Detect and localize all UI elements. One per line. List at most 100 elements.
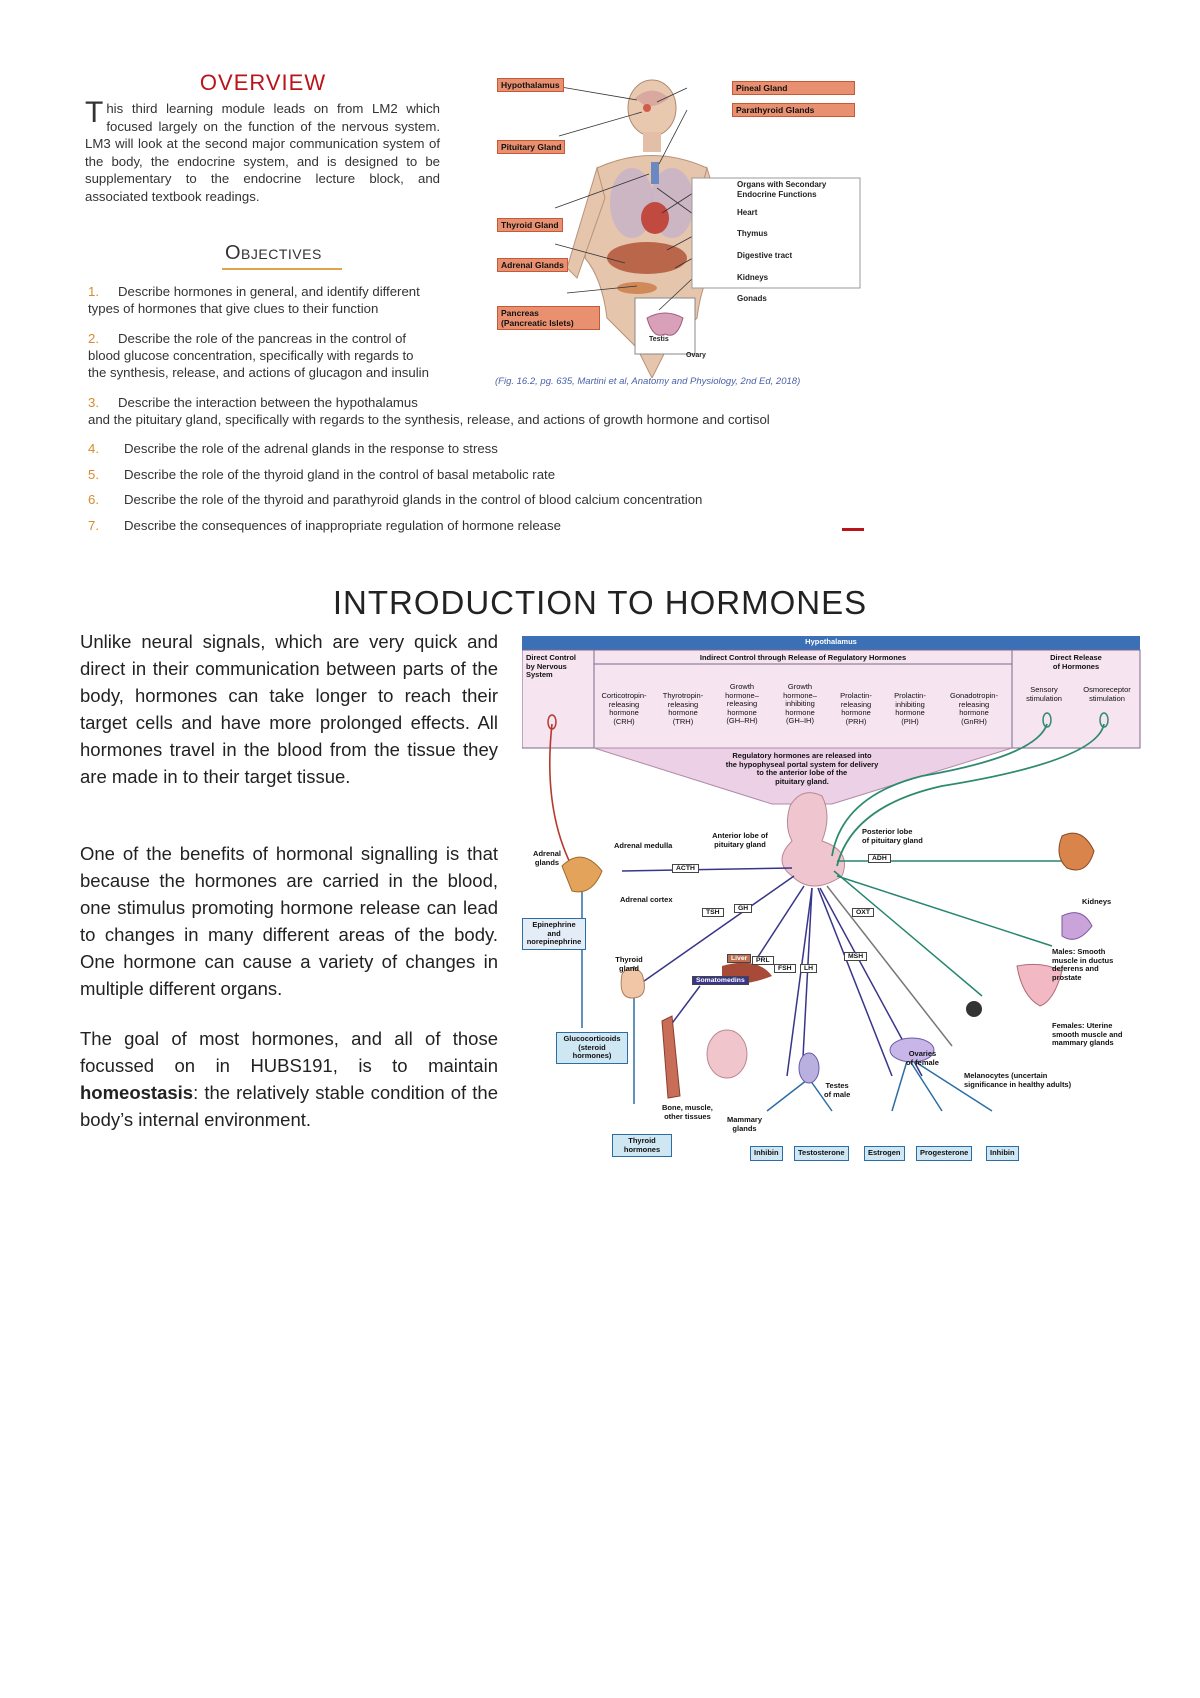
pancreas-text: Pancreas: [501, 308, 539, 318]
label-line: Adrenal: [533, 849, 561, 858]
rh-line: (GnRH): [961, 716, 987, 726]
box-line: Epinephrine: [532, 920, 576, 929]
objective-1: 1.Describe hormones in general, and iden…: [88, 283, 488, 317]
label-line: Females: Uterine: [1052, 1021, 1113, 1030]
rh-line: Gonadotropin-: [950, 691, 998, 700]
rh-line: hormone: [668, 708, 698, 718]
reg-hormone-crh: Corticotropin- releasing hormone (CRH): [596, 691, 652, 726]
note-line: to the anterior lobe of the: [756, 768, 848, 778]
objective-line: Describe the role of the adrenal glands …: [124, 441, 498, 456]
reg-hormone-trh: Thyrotropin- releasing hormone (TRH): [655, 691, 711, 726]
glucocorticoids-box: Glucocorticoids (steroid hormones): [556, 1032, 628, 1064]
label-hypothalamus: Hypothalamus: [497, 78, 564, 92]
label-line: Testes: [825, 1081, 849, 1090]
objective-3: 3. Describe the interaction between the h…: [88, 394, 888, 428]
label-adrenal-cortex: Adrenal cortex: [620, 895, 673, 904]
label-line: Males: Smooth: [1052, 947, 1106, 956]
rh-line: hormone–: [783, 690, 817, 700]
objective-line: Describe the interaction between the hyp…: [118, 395, 418, 410]
rh-line: releasing: [667, 699, 699, 709]
figure1-caption: (Fig. 16.2, pg. 635, Martini et al, Anat…: [495, 376, 801, 387]
objective-line: Describe the consequences of inappropria…: [124, 518, 561, 533]
rh-line: hormone: [895, 708, 925, 718]
label-line: glands: [732, 1123, 757, 1133]
box-line: Thyroid: [628, 1136, 656, 1145]
label-line: Posterior lobe: [862, 827, 913, 836]
objective-line: Describe the role of the pancreas in the…: [118, 331, 407, 346]
label-line: other tissues: [664, 1111, 711, 1121]
label-line: of male: [824, 1089, 851, 1099]
heading-line: by Nervous: [526, 661, 567, 671]
heading-line: Direct Control: [526, 653, 577, 662]
tag-fsh: FSH: [774, 964, 796, 973]
label-line: deferens and: [1052, 964, 1099, 974]
objective-number: 3.: [88, 395, 99, 410]
label-line: Bone, muscle,: [662, 1103, 713, 1112]
inhibin-box-male: Inhibin: [750, 1146, 783, 1161]
estrogen-box: Estrogen: [864, 1146, 905, 1161]
p3-text: The goal of most hormones, and all of th…: [80, 1028, 498, 1076]
sensory-stimulation: Sensory stimulation: [1014, 685, 1074, 703]
body-illustration: [554, 79, 861, 378]
label-testes: Testes of male: [824, 1081, 851, 1099]
overview-text: his third learning module leads on from …: [85, 101, 440, 204]
label-line: pituitary gland: [714, 839, 766, 849]
intro-paragraph-3: The goal of most hormones, and all of th…: [80, 1025, 498, 1133]
rh-line: Prolactin-: [894, 691, 926, 700]
intro-paragraph-2: One of the benefits of hormonal signalli…: [80, 843, 498, 999]
label-heart: Heart: [737, 208, 758, 217]
secondary-header-line: Endocrine Functions: [737, 190, 817, 199]
stim-line: stimulation: [1089, 693, 1125, 703]
tag-adh: ADH: [868, 854, 891, 863]
rh-line: hormone: [727, 707, 757, 717]
rh-line: (TRH): [672, 716, 694, 726]
tag-gh: GH: [734, 904, 753, 913]
heading-line: of Hormones: [1052, 661, 1100, 671]
decorative-dash: [842, 528, 864, 531]
secondary-header-line: Organs with Secondary: [737, 180, 827, 189]
label-adrenal-medulla: Adrenal medulla: [614, 841, 673, 850]
objective-number: 4.: [88, 441, 99, 456]
label-line: glands: [534, 857, 560, 867]
label-thymus: Thymus: [737, 229, 768, 238]
objective-4: 4. Describe the role of the adrenal gland…: [88, 440, 888, 457]
tag-lh: LH: [800, 964, 818, 973]
tag-tsh: TSH: [702, 908, 724, 917]
label-digestive-tract: Digestive tract: [737, 251, 793, 260]
rh-line: hormone–: [725, 690, 759, 700]
label-line: smooth muscle and: [1052, 1029, 1123, 1039]
label-gonads: Gonads: [737, 294, 767, 303]
rh-line: (GH–IH): [786, 716, 814, 726]
hypothalamus-header: Hypothalamus: [805, 637, 857, 646]
label-thyroid-gland: Thyroid Gland: [497, 218, 563, 232]
label-line: of pituitary gland: [862, 835, 923, 845]
label-pineal-gland: Pineal Gland: [732, 81, 855, 95]
label-females: Females: Uterine smooth muscle and mamma…: [1052, 1021, 1123, 1048]
rh-line: inhibiting: [785, 699, 815, 709]
label-kidneys: Kidneys: [737, 273, 769, 282]
label-line: significance in healthy adults): [964, 1079, 1072, 1089]
reg-hormone-gnrh: Gonadotropin- releasing hormone (GnRH): [938, 691, 1010, 726]
rh-line: Corticotropin-: [601, 691, 647, 700]
rh-line: (CRH): [613, 716, 635, 726]
box-line: hormones): [572, 1051, 612, 1060]
objective-line: Describe the role of the thyroid gland i…: [124, 467, 556, 482]
label-kidneys: Kidneys: [1082, 897, 1112, 906]
stim-line: stimulation: [1026, 693, 1062, 703]
box-line: norepinephrine: [526, 937, 582, 946]
objective-number: 7.: [88, 518, 99, 533]
label-melanocytes: Melanocytes (uncertain significance in h…: [964, 1071, 1072, 1089]
p3-text-end: : the relatively stable condition of the…: [80, 1082, 498, 1130]
direct-release-heading: Direct Release of Hormones: [1012, 653, 1140, 671]
rh-line: hormone: [841, 708, 871, 718]
heading-line: Direct Release: [1050, 653, 1102, 662]
label-line: Melanocytes (uncertain: [964, 1071, 1048, 1080]
note-line: Regulatory hormones are released into: [732, 751, 872, 760]
reg-hormone-prh: Prolactin- releasing hormone (PRH): [830, 691, 882, 726]
rh-line: (PIH): [901, 716, 919, 726]
label-bone-muscle: Bone, muscle, other tissues: [662, 1103, 713, 1121]
objective-2: 2.Describe the role of the pancreas in t…: [88, 330, 488, 381]
rh-line: (PRH): [845, 716, 867, 726]
dropcap-letter: T: [85, 96, 104, 129]
label-ovary: Ovary: [686, 352, 706, 359]
